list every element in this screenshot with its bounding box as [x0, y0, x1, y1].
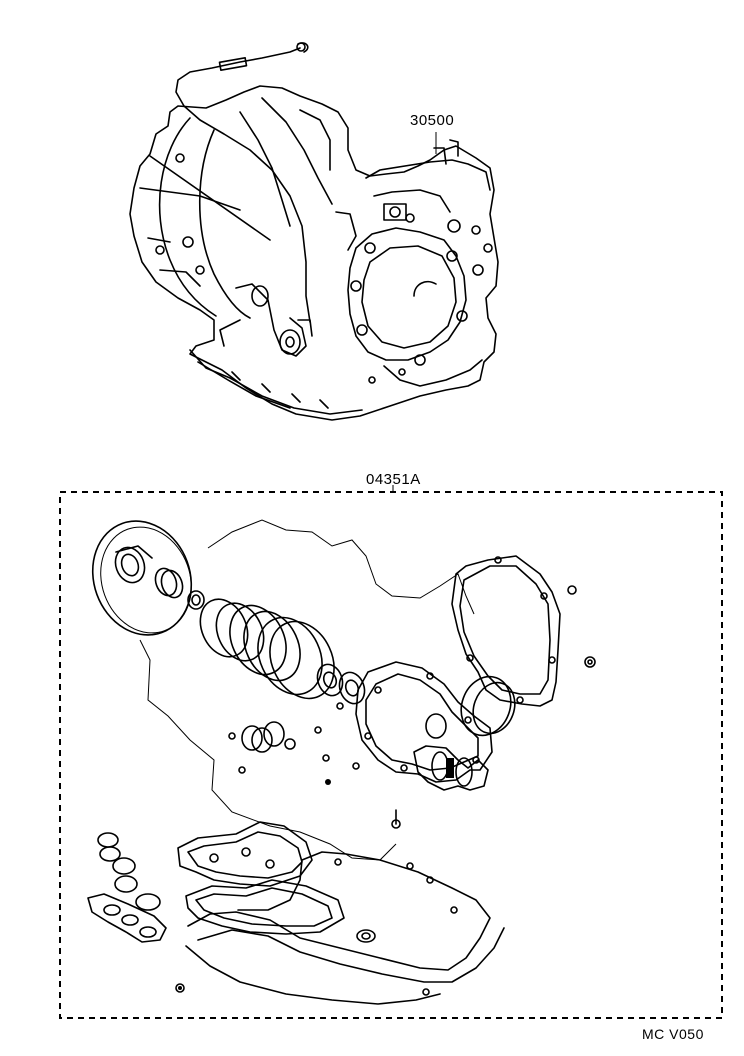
transaxle-assembly-drawing — [129, 42, 499, 421]
figure-code-label: MC V050 — [642, 1026, 704, 1042]
overhaul-kit-parts-drawing — [87, 519, 596, 1005]
assembly-part-number-label: 30500 — [410, 112, 455, 129]
overhaul-kit-part-number-label: 04351A — [366, 471, 421, 488]
overhaul-kit-frame — [59, 485, 723, 1019]
